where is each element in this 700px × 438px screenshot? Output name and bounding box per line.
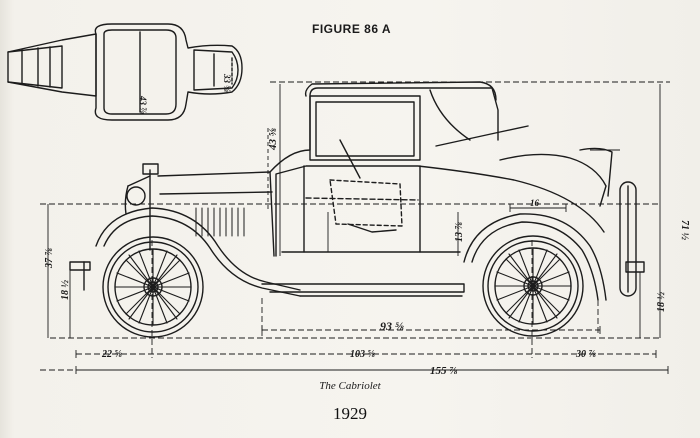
rumble-lid [499,153,607,207]
dim-rear-axle-height: 18 ½ [656,292,667,313]
dim-overall-height: 71 ½ [679,220,690,241]
body-cab [269,81,605,257]
figure-title: FIGURE 86 A [312,22,392,36]
dim-rear-deck: 16 [530,198,540,208]
dim-body-length: 93 ⅝ [380,319,404,333]
dim-seat-height: 13 ⅞ [454,222,465,243]
dim-axle-height: 18 ½ [60,280,71,301]
dim-rear-overhang: 30 ⅞ [575,349,597,360]
dim-hood-height: 37 ⅞ [44,248,55,270]
headlight [126,186,146,206]
dim-top-width: 33 ⅝ [222,73,232,92]
dim-overall-length: 155 ⅞ [430,365,458,377]
rear-bumper [625,261,645,273]
front-wheel [102,236,204,338]
dim-front-overhang: 22 ⅝ [101,349,123,360]
figure-caption: The Cabriolet [319,380,381,392]
rear-fender [463,213,607,301]
dim-wheelbase: 103 ⅝ [350,349,376,360]
spare-tire [619,181,637,297]
dimension-ticks [47,84,669,374]
rear-wheel [482,235,584,337]
running-board [261,283,465,293]
front-bumper [69,261,91,271]
model-year: 1929 [333,404,367,423]
dim-seat-width: 43 ⅞ [138,95,148,114]
front-fender [95,207,301,291]
top-plan-view [7,23,243,121]
dim-body-height: 43 ⅝ [267,128,279,151]
